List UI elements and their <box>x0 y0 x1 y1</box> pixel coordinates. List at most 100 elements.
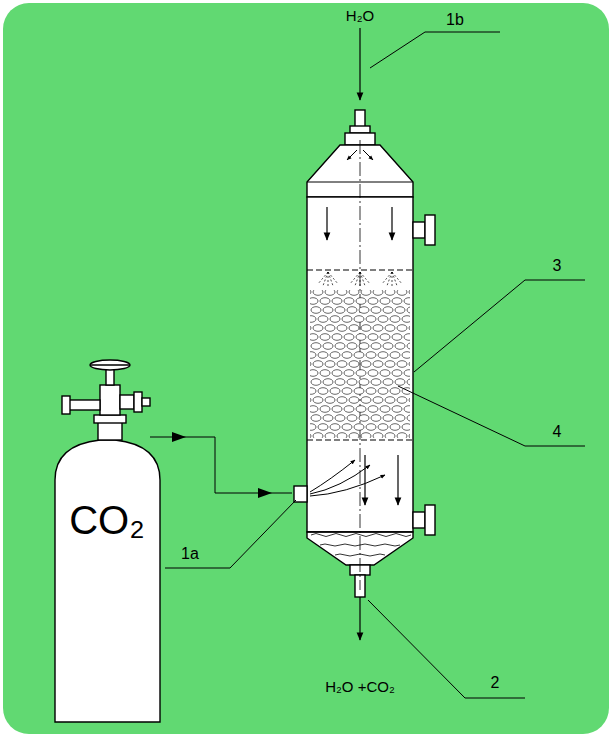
packing-ring <box>373 433 383 438</box>
packing-ring <box>383 415 393 422</box>
flow-label: H₂O <box>346 8 374 23</box>
packing-ring <box>356 298 366 305</box>
packing-ring <box>320 334 330 341</box>
packing-ring <box>380 406 390 413</box>
spray-line <box>382 272 392 284</box>
packing-ring <box>380 298 390 305</box>
packing-ring <box>402 352 410 359</box>
packing-ring <box>371 379 381 386</box>
packing-ring <box>359 343 369 350</box>
packing-ring <box>397 361 407 368</box>
packing-ring <box>332 334 342 341</box>
packing-ring <box>325 325 335 332</box>
spray-line <box>360 272 370 284</box>
packing-ring <box>397 433 407 438</box>
packing-ring <box>373 290 383 295</box>
packing-ring <box>310 388 316 395</box>
packing-ring <box>361 325 371 332</box>
packing-ring <box>368 406 378 413</box>
packing-ring <box>404 406 410 413</box>
packing-ring <box>318 352 328 359</box>
packing-ring <box>390 424 400 431</box>
packing-ring <box>347 343 357 350</box>
packing-ring <box>409 433 410 438</box>
packing-ring <box>395 379 405 386</box>
packing-ring <box>313 397 323 404</box>
spray-line <box>318 272 328 284</box>
packing-ring <box>310 298 318 305</box>
flow-label: H₂O +CO₂ <box>325 679 395 694</box>
packing-ring <box>378 316 388 323</box>
spray-line <box>392 272 397 287</box>
packing-ring <box>310 290 311 295</box>
packing-ring <box>323 379 333 386</box>
packing-ring <box>395 307 405 314</box>
packing-ring <box>366 352 376 359</box>
packing-ring <box>404 370 410 377</box>
packing-ring <box>342 352 352 359</box>
packing-ring <box>354 352 364 359</box>
packing-ring <box>392 334 402 341</box>
packing-ring <box>330 352 340 359</box>
packing-ring <box>311 307 321 314</box>
packing-ring <box>373 325 383 332</box>
spray-pattern <box>318 272 403 288</box>
packing-ring <box>407 415 410 422</box>
packing-ring <box>318 424 328 431</box>
packing-ring <box>337 325 347 332</box>
packing-ring <box>335 379 345 386</box>
spray-line <box>360 272 361 288</box>
packing-ring <box>344 334 354 341</box>
packing-ring <box>371 343 381 350</box>
packing-ring <box>325 361 335 368</box>
packing-ring <box>337 397 347 404</box>
packing-ring <box>354 316 364 323</box>
packing-ring <box>385 325 395 332</box>
packing-ring <box>407 307 410 314</box>
spray-line <box>323 272 328 287</box>
packing-ring <box>323 343 333 350</box>
packing-ring <box>310 433 311 438</box>
packing-ring <box>397 397 407 404</box>
packing-ring <box>310 325 311 332</box>
packing-ring <box>323 415 333 422</box>
packing-ring <box>368 298 378 305</box>
packing-ring <box>310 352 316 359</box>
spray-line <box>387 272 392 287</box>
packing-ring <box>366 424 376 431</box>
callout-number: 1b <box>446 12 464 28</box>
packing-ring <box>313 361 323 368</box>
packing-ring <box>378 388 388 395</box>
packing-ring <box>378 352 388 359</box>
packing-ring <box>349 433 359 438</box>
packing-ring <box>383 379 393 386</box>
packing-ring <box>402 424 410 431</box>
packing-ring <box>313 325 323 332</box>
cylinder-label: CO₂ <box>69 500 145 540</box>
packing-ring <box>344 298 354 305</box>
column-details <box>150 140 413 640</box>
packing-ring <box>349 397 359 404</box>
packing-ring <box>349 361 359 368</box>
packing-ring <box>330 316 340 323</box>
packing-ring <box>385 361 395 368</box>
packing-ring <box>383 343 393 350</box>
callout-number: 4 <box>553 424 562 440</box>
packing-ring <box>310 370 318 377</box>
packing-ring <box>332 370 342 377</box>
packing-ring <box>407 343 410 350</box>
packing-ring <box>409 397 410 404</box>
packing-ring <box>325 397 335 404</box>
packing-ring <box>409 290 410 295</box>
packing-ring <box>359 379 369 386</box>
packing-ring <box>395 415 405 422</box>
packing-ring <box>366 388 376 395</box>
spray-line <box>392 272 402 284</box>
packing-ring <box>361 361 371 368</box>
packing-ring <box>373 397 383 404</box>
packing-ring <box>373 361 383 368</box>
spray-line <box>392 272 393 288</box>
packing-ring <box>320 370 330 377</box>
packing-ring <box>354 424 364 431</box>
packing-ring <box>311 415 321 422</box>
